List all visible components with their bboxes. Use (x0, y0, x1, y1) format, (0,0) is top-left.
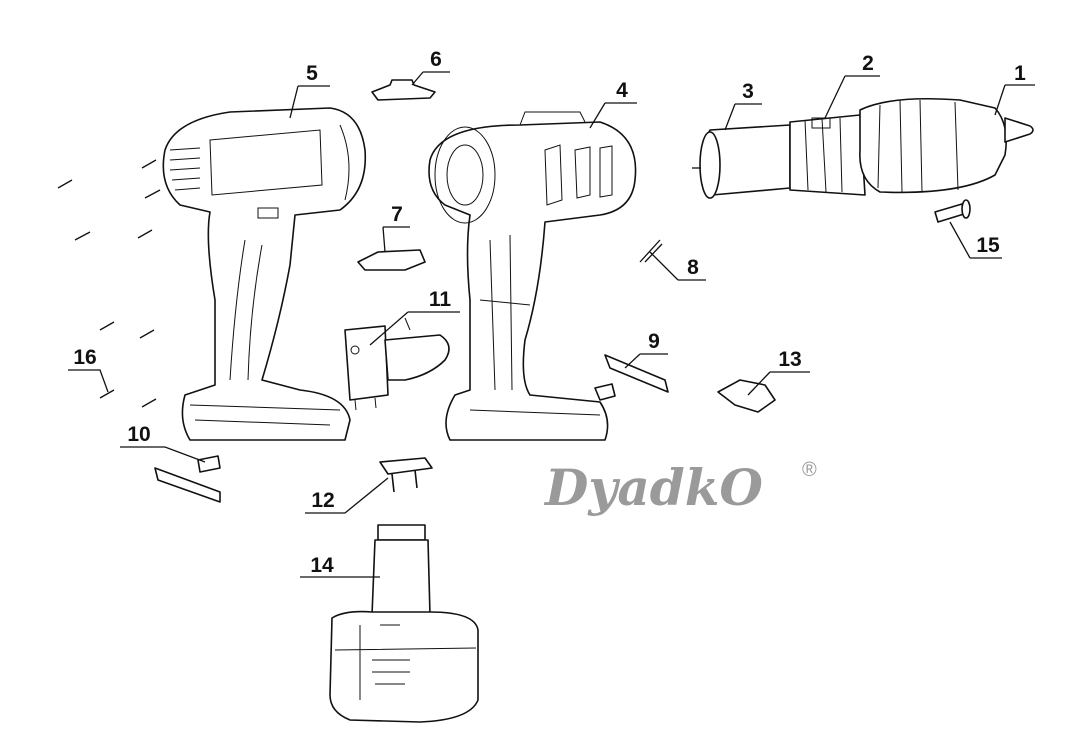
part-13-drawing (717, 379, 776, 413)
motor-drawing (692, 124, 791, 199)
switch-drawing (344, 317, 450, 411)
part-7-drawing (357, 249, 426, 271)
part-label-3: 3 (742, 80, 754, 103)
part-8-drawing (639, 239, 663, 263)
part-label-15: 15 (976, 234, 1000, 257)
part-label-6: 6 (430, 48, 442, 71)
part-label-10: 10 (127, 423, 150, 446)
watermark-logo: DyadkO (543, 458, 763, 517)
part-label-12: 12 (311, 489, 334, 512)
part-label-5: 5 (306, 62, 318, 85)
battery-drawing (329, 524, 479, 723)
part-9-drawing (594, 354, 669, 401)
leader-lines (68, 71, 1035, 578)
left-housing-drawing (162, 107, 367, 441)
part-label-1: 1 (1014, 62, 1026, 85)
part-label-14: 14 (310, 554, 334, 577)
part-label-7: 7 (391, 203, 403, 226)
chuck-drawing (859, 97, 1034, 194)
part-label-11: 11 (429, 288, 452, 311)
part-label-9: 9 (648, 330, 660, 353)
part-label-8: 8 (687, 256, 699, 279)
part-10-drawing (154, 455, 221, 503)
part-label-2: 2 (862, 52, 874, 75)
registered-mark: ® (802, 459, 817, 481)
screw-15-drawing (934, 199, 971, 223)
right-housing-drawing (428, 111, 637, 441)
screws-drawing (57, 159, 161, 408)
part-label-13: 13 (778, 348, 801, 371)
part-6-drawing (371, 79, 436, 101)
part-12-drawing (379, 457, 433, 493)
part-label-16: 16 (73, 346, 96, 369)
part-label-4: 4 (616, 79, 628, 102)
gearbox-drawing (789, 114, 866, 196)
